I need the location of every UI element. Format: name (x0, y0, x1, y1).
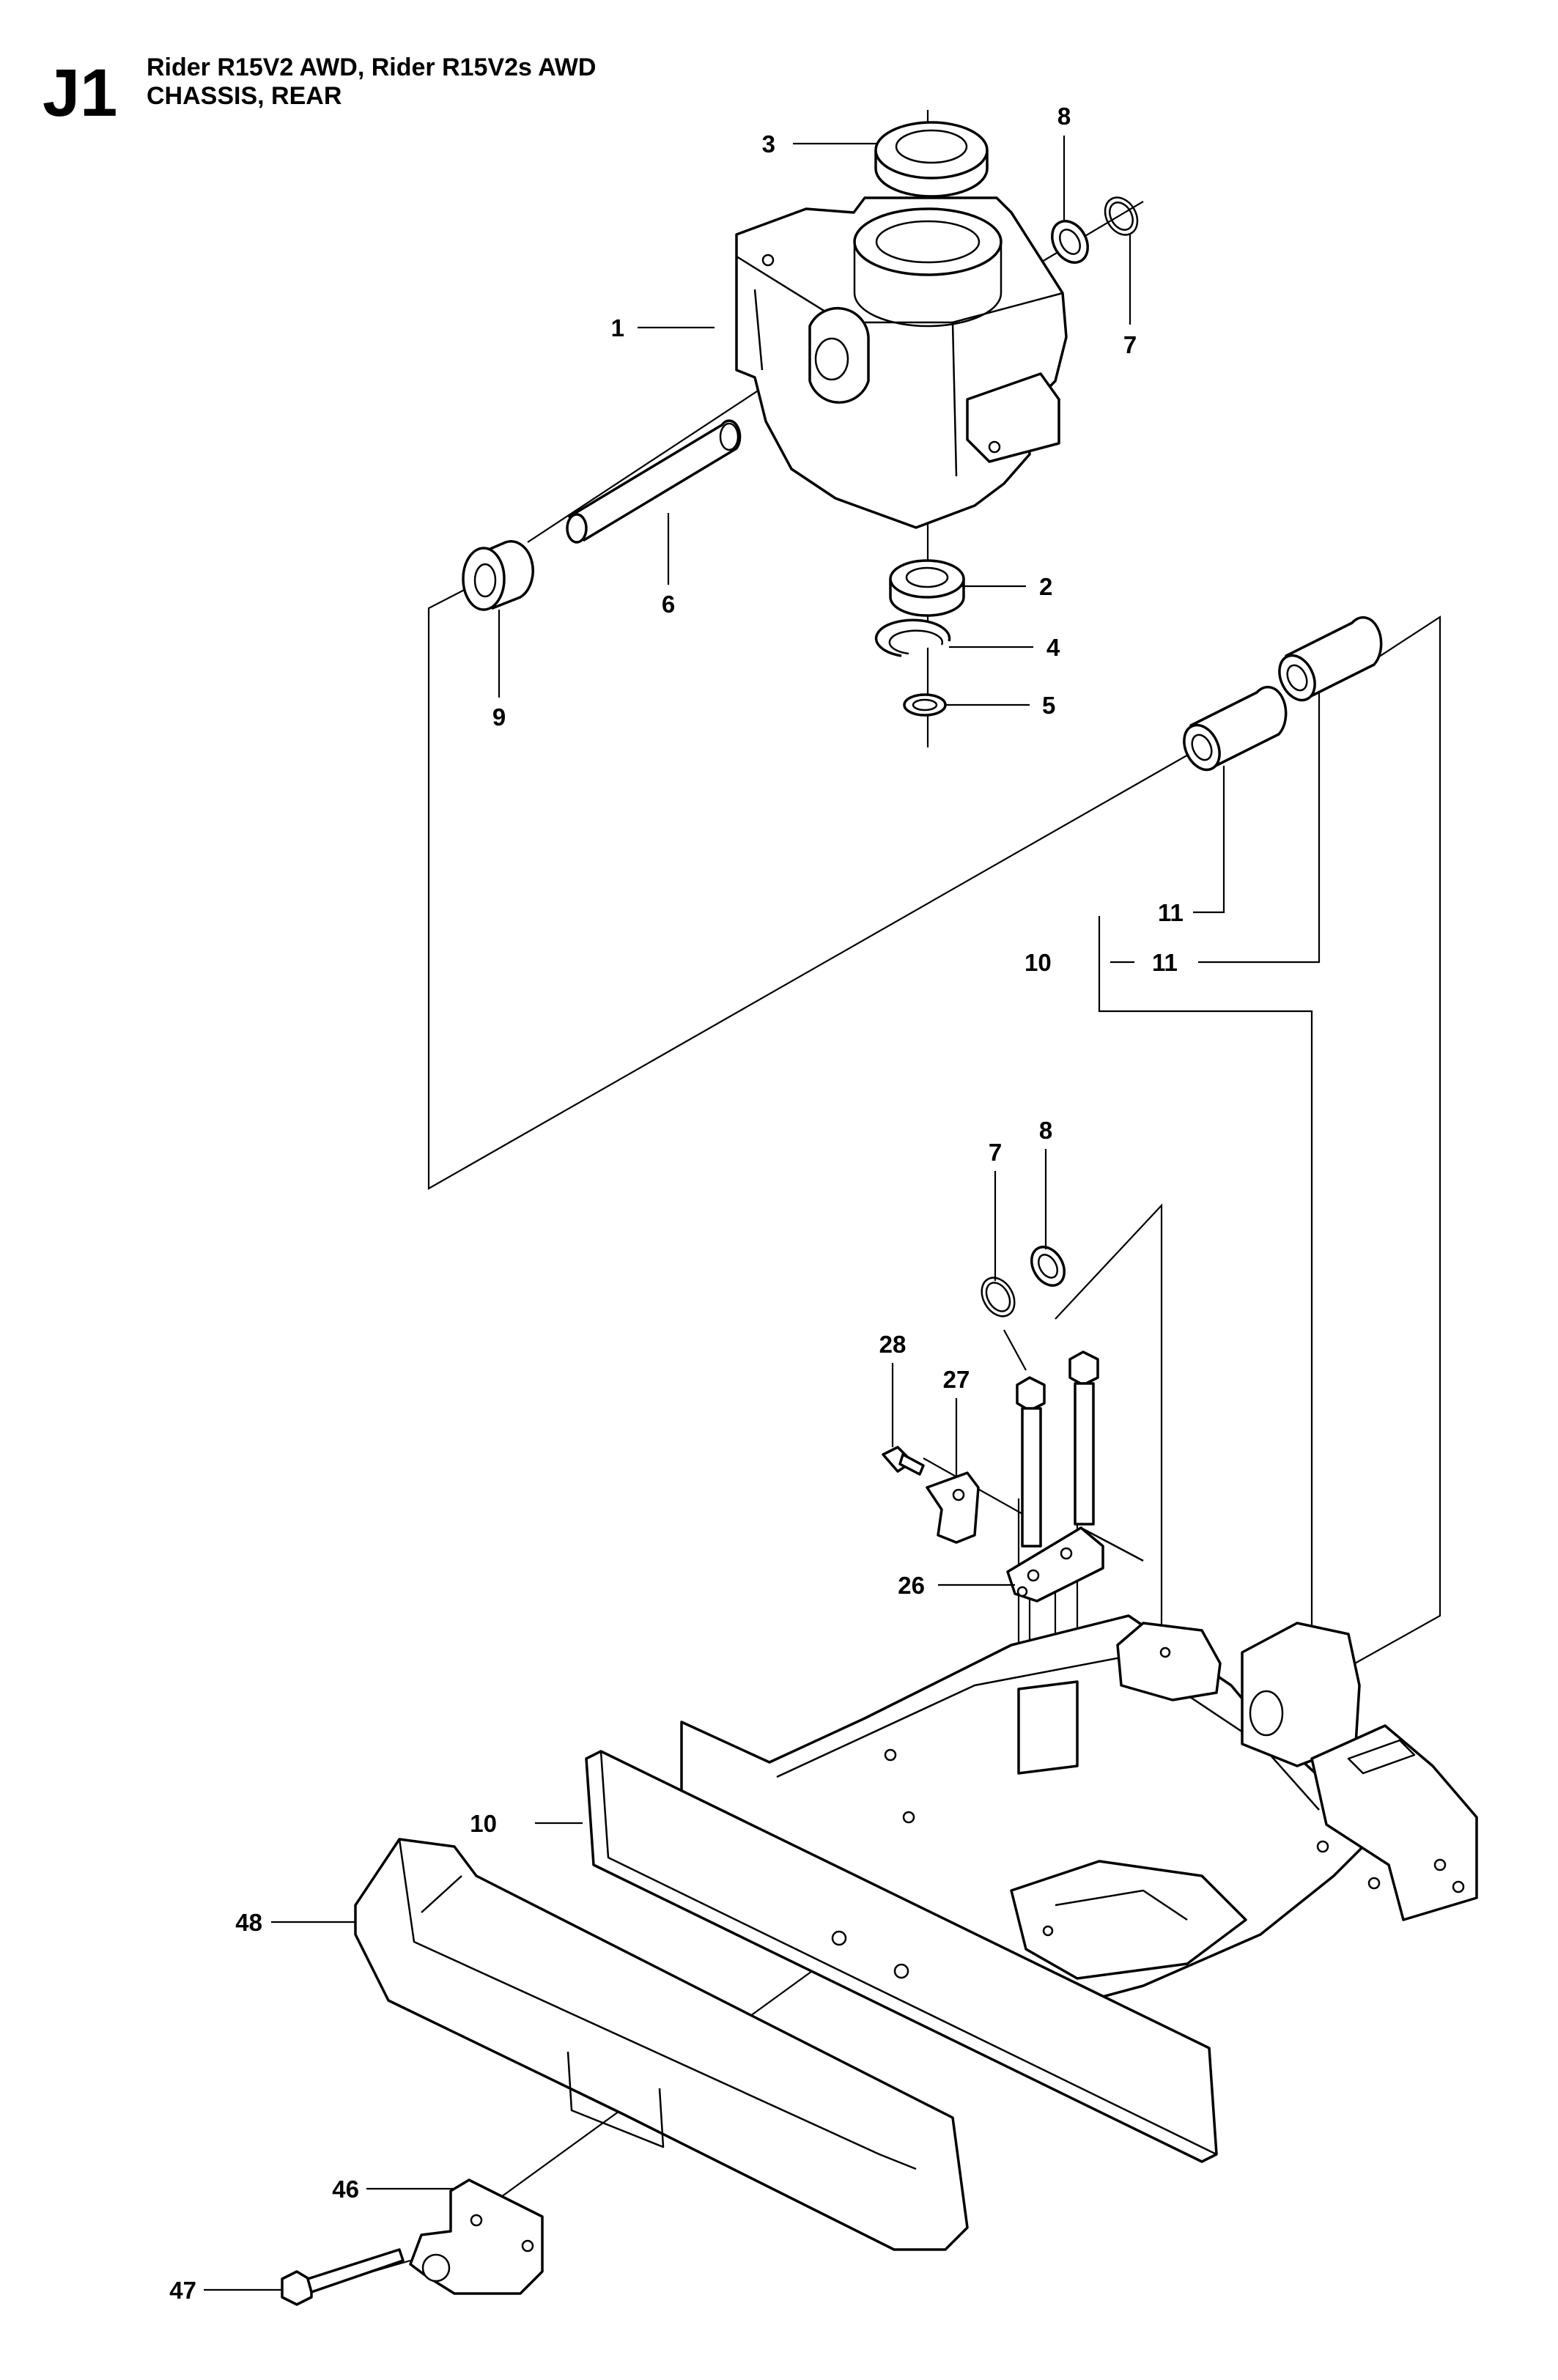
callout-7-upper: 7 (1123, 331, 1137, 358)
callout-3: 3 (762, 130, 775, 158)
callout-10-lower: 10 (470, 1810, 497, 1837)
section-code: J1 (43, 56, 117, 130)
callout-8-lower: 8 (1039, 1117, 1052, 1144)
callout-8-upper: 8 (1057, 103, 1071, 130)
callout-26: 26 (898, 1572, 925, 1599)
bearing-lower (889, 559, 965, 617)
bearing-upper (874, 121, 989, 198)
pivot-pin (566, 419, 742, 544)
diagram-title-models: Rider R15V2 AWD, Rider R15V2s AWD (147, 53, 596, 81)
washer-8-upper (1051, 220, 1089, 264)
bolt-47 (281, 2248, 405, 2306)
callout-6: 6 (662, 591, 675, 618)
bolt-right (1068, 1350, 1099, 1526)
circlip-7-upper (1104, 196, 1139, 236)
callout-labels: 3 8 1 7 6 2 4 5 9 11 10 11 7 8 28 27 26 … (169, 103, 1184, 2304)
circlip-7-lower (981, 1276, 1016, 1318)
clip-27 (926, 1471, 980, 1544)
bracket-26 (1006, 1526, 1144, 1603)
diagram-title-section: CHASSIS, REAR (147, 82, 341, 110)
screw-28 (882, 1446, 925, 1476)
callout-2: 2 (1039, 573, 1052, 600)
callout-4: 4 (1046, 634, 1060, 661)
callout-9: 9 (492, 703, 506, 731)
callout-5: 5 (1042, 692, 1055, 719)
callout-46: 46 (332, 2176, 359, 2203)
callout-7-lower: 7 (989, 1139, 1002, 1166)
callout-48: 48 (235, 1909, 262, 1936)
callout-11-left: 11 (1158, 899, 1184, 926)
leader-lines (204, 136, 1321, 2291)
circlip-4 (874, 618, 951, 657)
washer-8-lower (1030, 1246, 1066, 1287)
spacer-11-right (1278, 616, 1383, 702)
bolt-left (1016, 1376, 1046, 1548)
callout-28: 28 (879, 1331, 907, 1358)
weight-bar-10 (585, 1750, 1218, 2163)
callout-47: 47 (169, 2277, 196, 2304)
callout-10-upper: 10 (1024, 949, 1052, 976)
callout-11-right: 11 (1152, 949, 1178, 976)
spacer-11-left (1183, 685, 1288, 772)
callout-27: 27 (943, 1366, 970, 1393)
mounting-bracket-46 (409, 2178, 544, 2295)
washer-5 (903, 693, 947, 717)
knuckle-housing (735, 196, 1068, 529)
bushing-9 (462, 540, 534, 611)
rear-bumper-48 (354, 1838, 969, 2251)
callout-1: 1 (611, 314, 624, 341)
